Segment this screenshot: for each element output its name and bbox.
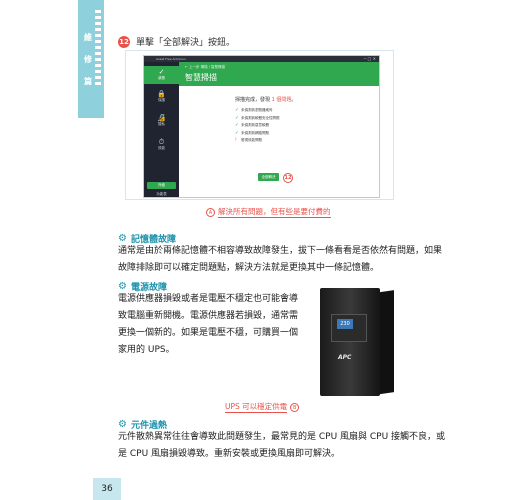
gear-icon: ⚙ [118,233,127,244]
section-heading-memory: ⚙ 記憶體故障 [118,232,176,245]
step-text: 單擊「全部解決」按鈕。 [136,38,236,48]
result-item-text: 未偵測到網路問題 [241,130,269,135]
result-title-prefix: 掃描完成，發現 [235,97,272,103]
section-paragraph-memory: 通常是由於兩條記憶體不相容導致故障發生，拔下一條看看是否依然有問題，如果 故障排… [118,243,442,277]
section-paragraph-overheat: 元件散熱異常往往會導致此問題發生，最常見的是 CPU 風扇與 CPU 接觸不良，… [118,429,445,463]
result-item-text: 發現效能問題 [241,138,262,142]
page-number: 36 [93,478,121,500]
speedometer-icon: ⏱ [158,138,165,146]
warning-icon: ! [235,138,237,143]
section-heading-text: 電源故障 [130,283,167,293]
sidebar-item-protection[interactable]: 🔒 保護 [144,90,179,103]
sidebar-item-status[interactable]: ✓ 狀態 [144,66,179,84]
scan-result-title: 掃描完成，發現 1 個問題。 [235,96,355,103]
result-item: ✓未偵測到瀏覽器威脅 [235,108,355,113]
ups-lcd-screen: 230 [337,319,353,329]
step-number-badge: 12 [118,35,130,48]
ups-photo: 230 APC [298,284,400,398]
edge-tab-char-3: 篇 [84,77,92,86]
section-heading-text: 記憶體故障 [130,235,176,245]
result-item: ✓未偵測到軟體安全性問題 [235,116,355,121]
caption-marker: B [290,402,300,412]
result-item: ✓未偵測到網路問題 [235,131,355,136]
paragraph-line: 電源供應器損毀或者是電壓不穩定也可能會導 [118,294,299,304]
sidebar-item-label: 保護 [158,98,165,102]
section-heading-text: 元件過熱 [130,421,167,431]
figure-caption-b: UPS 可以穩定供電 B [225,401,300,413]
app-header: ← 上一步 掃描 / 智慧掃描 智慧掃描 [179,62,379,86]
lock-icon: 🔒 [157,90,166,98]
check-icon: ✓ [235,130,239,136]
result-title-highlight: 1 個問題 [271,97,292,103]
breadcrumb[interactable]: ← 上一步 掃描 / 智慧掃描 [185,65,226,69]
ups-body [320,288,380,396]
paragraph-line: 故障排除即可以確定問題點，解決方法就是更換其中一條記憶體。 [118,263,380,273]
section-heading-power: ⚙ 電源故障 [118,280,167,293]
gear-icon: ⚙ [118,281,127,292]
step-instruction: 12 單擊「全部解決」按鈕。 [118,35,235,48]
resolve-all-button[interactable]: 全部解決 [258,173,279,181]
sidebar-menu-label: 功能表 [156,192,167,196]
caption-text: UPS 可以穩定供電 [225,402,288,413]
caption-text: 解決所有問題，但有些是要付費的 [218,207,331,218]
check-icon: ✓ [235,115,239,121]
paragraph-line: 家用的 UPS。 [118,345,175,355]
ups-control-panel: 230 [331,314,367,342]
paragraph-line: 更換一個新的。如果是電壓不穩，可購買一個 [118,328,299,338]
app-title-bar: Avast Free Antivirus ─ □ ✕ [144,56,379,62]
sidebar-item-label: 狀態 [158,76,165,80]
paragraph-line: 致電腦重新開機。電源供應器若損毀，通常需 [118,311,299,321]
edge-tab-char-1: 維 [84,33,92,42]
sidebar-item-label: 效能 [158,146,165,150]
upgrade-button[interactable]: 升級 [147,182,176,189]
section-heading-overheat: ⚙ 元件過熱 [118,418,167,431]
fingerprint-icon: 🔏 [157,114,166,122]
gear-icon: ⚙ [118,419,127,430]
result-item: ! 發現效能問題 [235,138,355,143]
section-paragraph-power: 電源供應器損毀或者是電壓不穩定也可能會導 致電腦重新開機。電源供應器若損毀，通常… [118,291,298,359]
caption-marker: A [206,207,215,217]
app-sidebar: ✓ 狀態 🔒 保護 🔏 隱私 ⏱ 效能 升級 功能表 [144,62,179,197]
check-icon: ✓ [235,123,239,128]
chapter-edge-tab: 維 修 篇 [78,0,104,118]
paragraph-line: 元件散熱異常往往會導致此問題發生，最常見的是 CPU 風扇與 CPU 接觸不良，… [118,432,446,442]
figure-caption-a: A 解決所有問題，但有些是要付費的 [206,206,331,218]
result-item: ✓未偵測到惡意軟體 [235,123,355,128]
apc-logo: APC [338,354,352,361]
result-item-text: 未偵測到軟體安全性問題 [241,115,280,120]
avast-app-window: Avast Free Antivirus ─ □ ✕ ✓ 狀態 🔒 保護 🔏 隱… [143,55,380,198]
window-controls[interactable]: ─ □ ✕ [363,56,376,61]
sidebar-item-privacy[interactable]: 🔏 隱私 [144,114,179,127]
step-callout-marker: 12 [283,173,293,183]
paragraph-line: 通常是由於兩條記憶體不相容導致故障發生，拔下一條看看是否依然有問題，如果 [118,246,443,256]
screenshot-frame [125,50,394,200]
app-window-title: Avast Free Antivirus [156,57,186,61]
check-shield-icon: ✓ [158,68,165,76]
edge-tab-char-2: 修 [84,55,92,64]
result-title-suffix: 。 [291,97,297,103]
app-main-pane: ← 上一步 掃描 / 智慧掃描 智慧掃描 掃描完成，發現 1 個問題。 ✓未偵測… [179,62,379,197]
scan-results: 掃描完成，發現 1 個問題。 ✓未偵測到瀏覽器威脅 ✓未偵測到軟體安全性問題 ✓… [235,96,355,146]
sidebar-item-performance[interactable]: ⏱ 效能 [144,138,179,151]
result-item-text: 未偵測到瀏覽器威脅 [241,108,273,112]
result-item-text: 未偵測到惡意軟體 [241,123,269,127]
sidebar-item-label: 隱私 [158,122,165,126]
sidebar-menu-button[interactable]: 功能表 [144,192,179,197]
edge-tab-stripes [95,10,101,88]
app-page-title: 智慧掃描 [185,73,217,82]
paragraph-line: 是 CPU 風扇損毀導致。重新安裝或更換風扇即可解決。 [118,449,341,459]
check-icon: ✓ [235,108,239,113]
